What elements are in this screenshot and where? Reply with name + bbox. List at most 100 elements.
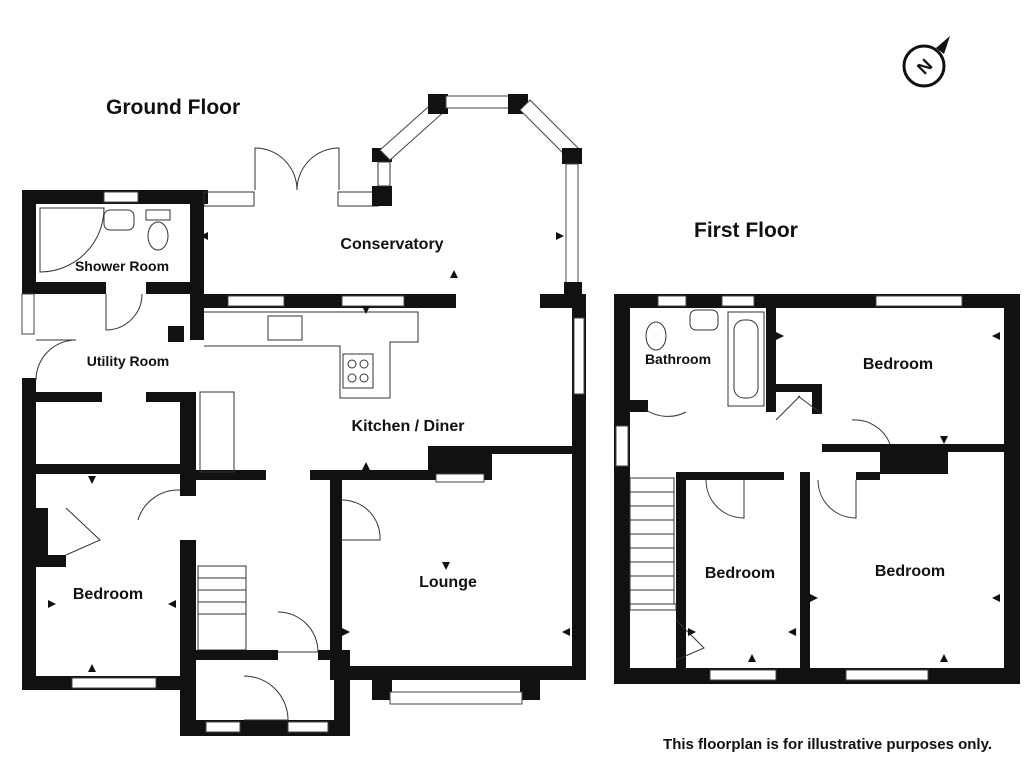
wall-line xyxy=(199,391,235,473)
room-label-kitchen-diner: Kitchen / Diner xyxy=(352,418,465,435)
wall xyxy=(330,666,586,680)
kitchen-counter xyxy=(204,311,419,399)
wall xyxy=(22,378,36,688)
door-swing xyxy=(296,147,340,191)
window xyxy=(565,163,579,285)
room-label-lounge: Lounge xyxy=(419,574,477,591)
sink xyxy=(267,315,303,341)
ground-floor-plan xyxy=(21,94,586,736)
door-swing xyxy=(851,419,891,445)
wall xyxy=(372,186,392,206)
cupboard-door xyxy=(675,619,705,661)
window xyxy=(103,191,139,203)
wall xyxy=(776,384,820,392)
door-swing xyxy=(277,611,319,653)
room-label-bedroom-ground: Bedroom xyxy=(73,586,143,603)
wall-line xyxy=(377,161,391,187)
window xyxy=(657,295,687,307)
door-swing xyxy=(645,409,687,417)
wall xyxy=(628,400,648,412)
door-swing xyxy=(254,147,298,191)
wall xyxy=(334,650,350,736)
wall xyxy=(180,392,196,496)
wall-markers xyxy=(48,232,1000,672)
wall xyxy=(146,282,204,294)
door-swing xyxy=(341,499,381,541)
bath xyxy=(727,311,765,407)
room-label-bathroom: Bathroom xyxy=(645,351,711,367)
cupboard-doors xyxy=(775,395,823,421)
wall xyxy=(168,326,184,342)
shower-tray xyxy=(39,207,105,273)
wall xyxy=(36,508,48,558)
wall xyxy=(310,470,430,480)
wall xyxy=(146,392,196,402)
door-swing xyxy=(243,675,289,721)
wall xyxy=(428,94,448,114)
wall xyxy=(372,680,392,700)
wall-line xyxy=(203,191,255,207)
window xyxy=(71,677,157,689)
room-label-bedroom-right: Bedroom xyxy=(875,563,945,580)
door-swing xyxy=(105,293,143,331)
wall xyxy=(822,444,1020,452)
first-floor-heading: First Floor xyxy=(694,219,798,242)
wall xyxy=(800,472,810,672)
wall xyxy=(22,190,36,294)
wall xyxy=(520,680,540,700)
wall xyxy=(614,294,630,684)
wall xyxy=(318,650,340,660)
door-swing xyxy=(137,489,181,521)
window xyxy=(615,425,629,467)
wall xyxy=(880,452,948,474)
cistern xyxy=(145,209,171,221)
wall xyxy=(856,472,880,480)
room-label-conservatory: Conservatory xyxy=(340,236,443,253)
door-swing xyxy=(35,339,77,381)
wall xyxy=(36,555,66,567)
window xyxy=(227,295,285,307)
basin xyxy=(689,309,719,331)
toilet xyxy=(645,321,667,351)
landing-cupboard xyxy=(629,603,677,611)
cupboard-door xyxy=(65,507,101,556)
wall xyxy=(562,148,582,164)
hob xyxy=(342,353,374,389)
window xyxy=(845,669,929,681)
compass-north-icon: N xyxy=(902,36,950,88)
ground-floor-heading: Ground Floor xyxy=(106,96,240,119)
stairs xyxy=(197,565,247,651)
room-label-bedroom-middle: Bedroom xyxy=(705,565,775,582)
wall xyxy=(564,282,582,296)
wall xyxy=(492,446,586,454)
door-swing xyxy=(817,479,857,519)
door-swing xyxy=(705,479,745,519)
front-door xyxy=(287,721,329,733)
window xyxy=(573,317,585,395)
window xyxy=(445,95,511,109)
wall xyxy=(22,282,106,294)
first-floor-plan xyxy=(614,294,1020,684)
window xyxy=(875,295,963,307)
wall xyxy=(196,470,266,480)
window xyxy=(709,669,777,681)
toilet xyxy=(147,221,169,251)
hearth xyxy=(435,473,485,483)
wall xyxy=(676,472,686,672)
wall xyxy=(180,650,196,736)
window xyxy=(21,293,35,335)
room-label-shower-room: Shower Room xyxy=(75,258,169,274)
wall xyxy=(22,464,196,474)
wall xyxy=(190,190,204,340)
stairs xyxy=(629,477,675,605)
bay-window xyxy=(389,691,523,705)
wall xyxy=(676,472,784,480)
window xyxy=(205,721,241,733)
room-label-utility-room: Utility Room xyxy=(87,353,169,369)
window xyxy=(721,295,755,307)
disclaimer-text: This floorplan is for illustrative purpo… xyxy=(663,736,992,753)
wall xyxy=(180,650,278,660)
wall xyxy=(614,668,1020,684)
wall xyxy=(22,392,102,402)
